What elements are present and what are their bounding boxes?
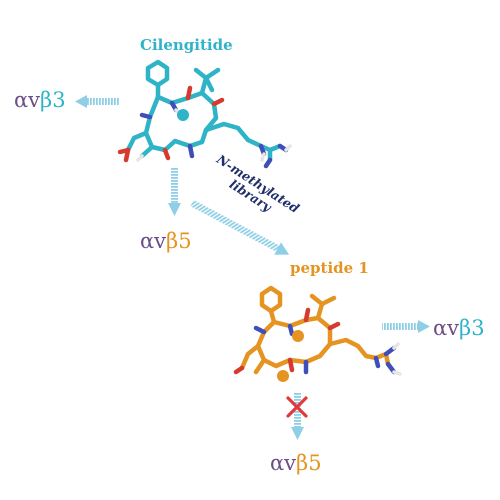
receptor-beta: β3 — [40, 88, 66, 112]
cilengitide-molecule-icon — [117, 59, 292, 169]
arrow-icon — [190, 199, 290, 255]
receptor-prefix: αv — [433, 316, 460, 340]
cilengitide-title: Cilengitide — [140, 36, 233, 54]
red-cross-icon — [286, 396, 308, 418]
receptor-prefix: αv — [14, 88, 41, 112]
receptor-beta: β3 — [459, 316, 485, 340]
receptor-top-left: αvβ3 — [14, 90, 66, 111]
receptor-middle-left: αvβ5 — [140, 231, 192, 252]
arrow-icon — [291, 392, 304, 440]
receptor-prefix: αv — [140, 229, 167, 253]
arrow-icon — [75, 95, 120, 108]
receptor-prefix: αv — [270, 451, 297, 475]
peptide-molecule-icon — [233, 285, 402, 382]
peptide-title: peptide 1 — [290, 259, 369, 277]
arrow-icon — [168, 168, 181, 216]
receptor-bottom: αvβ5 — [270, 453, 322, 474]
arrow-icon — [382, 320, 430, 333]
receptor-right: αvβ3 — [433, 318, 485, 339]
receptor-beta: β5 — [166, 229, 192, 253]
receptor-beta: β5 — [296, 451, 322, 475]
